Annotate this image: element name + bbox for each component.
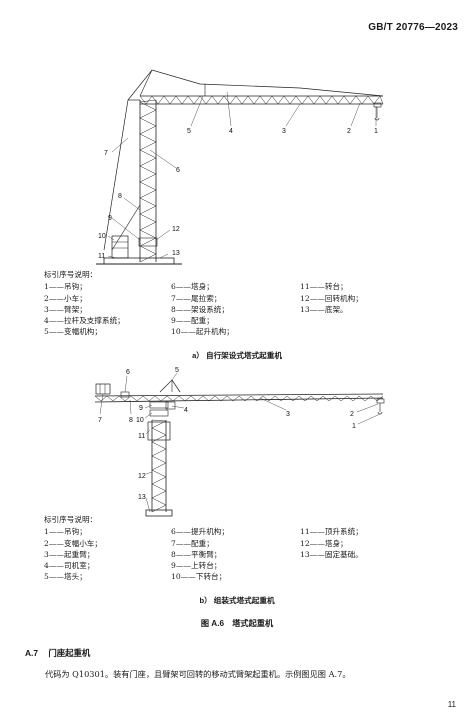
callout-a-7: 7 <box>104 150 108 157</box>
figure-a-drawing: 1 2 3 4 5 6 7 8 9 10 11 12 13 <box>96 69 384 265</box>
legend-item: 5——塔头； <box>44 572 87 582</box>
callout-a-6: 6 <box>176 167 180 174</box>
legend-item: 2——小车； <box>44 293 87 303</box>
figure-a-callouts: 1 2 3 4 5 6 7 8 9 10 11 12 13 <box>98 128 378 260</box>
legend-row: 1——吊钩； 6——提升机构； 11——顶升系统； <box>44 526 464 537</box>
callout-a-10: 10 <box>98 233 106 240</box>
legend-item: 12——塔身； <box>300 538 348 548</box>
legend-row: 2——小车； 7——尾拉索； 12——回转机构； <box>44 293 464 304</box>
callout-b-1: 1 <box>352 423 356 430</box>
callout-b-6: 6 <box>126 369 130 376</box>
legend-item <box>300 315 450 326</box>
legend-item: 13——底架。 <box>300 304 348 314</box>
figure-a-caption: a） 自行架设式塔式起重机 <box>192 351 282 360</box>
callout-b-7: 7 <box>98 417 102 424</box>
legend-item <box>300 326 450 337</box>
legend-item: 8——架设系统； <box>171 304 229 314</box>
page-number: 11 <box>447 700 456 709</box>
callout-a-4: 4 <box>229 128 233 135</box>
legend-item: 10——下转台； <box>171 572 227 582</box>
legend-row: 4——拉杆及支撑系统； 9——配重； <box>44 315 464 326</box>
section-heading: A.7 门座起重机 <box>25 647 90 659</box>
callout-a-11: 11 <box>98 253 105 260</box>
callout-b-3: 3 <box>286 411 290 418</box>
figure-b-drawing: 1 2 3 4 5 6 7 8 9 10 11 12 13 <box>94 367 385 517</box>
callout-b-12: 12 <box>138 473 146 480</box>
standard-code: GB/T 20776—2023 <box>368 22 458 33</box>
legend-item: 11——顶升系统； <box>300 527 363 537</box>
callout-b-4: 4 <box>184 407 188 414</box>
callout-a-9: 9 <box>108 215 112 222</box>
legend-item: 6——提升机构； <box>171 527 229 537</box>
callout-a-3: 3 <box>282 128 286 135</box>
callout-a-5: 5 <box>187 128 191 135</box>
callout-a-1: 1 <box>374 128 378 135</box>
callout-b-2: 2 <box>350 411 354 418</box>
legend-item: 9——上转台； <box>171 561 222 571</box>
legend-item: 4——司机室； <box>44 561 95 571</box>
legend-title: 标引序号说明： <box>44 270 98 279</box>
legend-item: 11——转台； <box>300 282 348 292</box>
legend-item <box>300 560 450 571</box>
legend-item: 9——配重； <box>171 316 214 326</box>
legend-item <box>300 571 450 582</box>
figure-a-legend: 标引序号说明： 1——吊钩； 6——塔身； 11——转台； 2——小车； 7——尾拉索… <box>44 269 464 338</box>
callout-b-5: 5 <box>175 367 179 374</box>
legend-item: 3——臂架； <box>44 304 87 314</box>
legend-row: 2——变幅小车； 7——配重； 12——塔身； <box>44 538 464 549</box>
section-title: 门座起重机 <box>48 648 91 658</box>
assembled-crane <box>94 379 385 517</box>
legend-item: 4——拉杆及支撑系统； <box>44 316 125 326</box>
callout-b-13: 13 <box>138 494 146 501</box>
figure-b-caption: b） 组装式塔式起重机 <box>199 596 275 605</box>
figure-b-leaders <box>99 372 381 513</box>
figure-a-leaders <box>107 91 377 259</box>
callout-a-8: 8 <box>118 193 122 200</box>
legend-item: 1——吊钩； <box>44 282 87 292</box>
legend-item: 3——起重臂； <box>44 549 95 559</box>
body-paragraph: 代码为 Q10301。装有门座，且臂架可回转的移动式臂架起重机。示例图见图 A.… <box>45 669 351 679</box>
legend-title: 标引序号说明： <box>44 515 98 524</box>
legend-item: 6——塔身； <box>171 282 214 292</box>
legend-item: 1——吊钩； <box>44 527 87 537</box>
legend-item: 10——起升机构； <box>171 327 234 337</box>
legend-row: 5——塔头； 10——下转台； <box>44 571 464 582</box>
figure-b-legend: 标引序号说明： 1——吊钩； 6——提升机构； 11——顶升系统； 2——变幅小车；… <box>44 514 464 583</box>
legend-row: 3——臂架； 8——架设系统； 13——底架。 <box>44 304 464 315</box>
legend-row: 4——司机室； 9——上转台； <box>44 560 464 571</box>
legend-item: 8——平衡臂； <box>171 549 222 559</box>
legend-item: 13——固定基础。 <box>300 549 363 559</box>
legend-row: 3——起重臂； 8——平衡臂； 13——固定基础。 <box>44 549 464 560</box>
callout-b-11: 11 <box>138 433 145 440</box>
legend-item: 12——回转机构； <box>300 293 363 303</box>
callout-b-8: 8 <box>129 417 133 424</box>
legend-item: 7——尾拉索； <box>171 293 222 303</box>
self-erecting-crane <box>96 69 384 265</box>
callout-a-13: 13 <box>172 250 180 257</box>
legend-item: 7——配重； <box>171 538 214 548</box>
callout-a-12: 12 <box>172 226 180 233</box>
callout-b-9: 9 <box>139 405 143 412</box>
legend-item: 5——变幅机构； <box>44 327 102 337</box>
callout-a-2: 2 <box>347 128 351 135</box>
legend-item: 2——变幅小车； <box>44 538 102 548</box>
legend-row: 5——变幅机构； 10——起升机构； <box>44 326 464 337</box>
callout-b-10: 10 <box>136 417 144 424</box>
section-number: A.7 <box>25 648 39 658</box>
legend-row: 1——吊钩； 6——塔身； 11——转台； <box>44 281 464 292</box>
figure-b-callouts: 1 2 3 4 5 6 7 8 9 10 11 12 13 <box>98 367 356 501</box>
figure-title: 图 A.6 塔式起重机 <box>200 619 274 628</box>
